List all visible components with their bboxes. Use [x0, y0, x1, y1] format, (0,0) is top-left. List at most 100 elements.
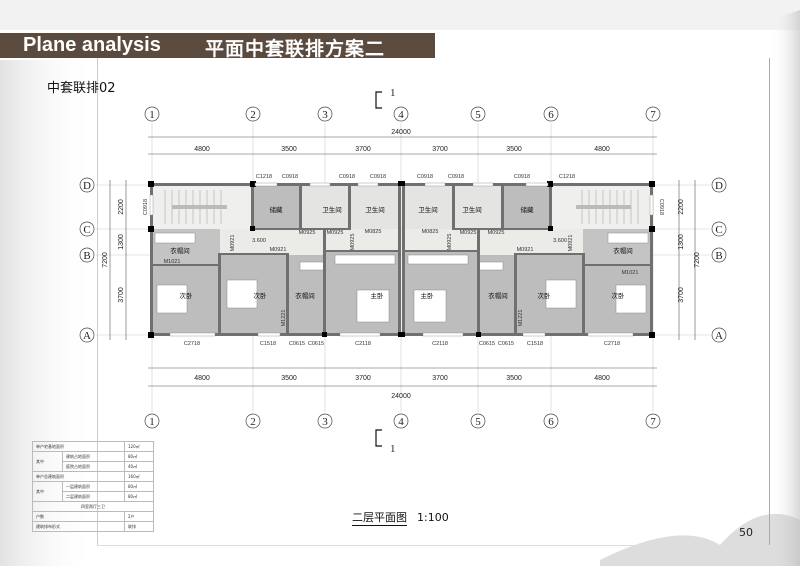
door-tag: M0921: [568, 235, 574, 252]
frame-line-right: [769, 58, 770, 546]
elevation-mark: 3.600: [553, 238, 567, 244]
dim-bottom: 3500: [281, 375, 297, 382]
axis-label-a: A: [715, 330, 723, 342]
dim-right: 2200: [678, 199, 685, 215]
door-tag: M0925: [327, 230, 344, 236]
door-tag: M0925: [447, 234, 453, 251]
axis-label-3: 3: [322, 109, 328, 121]
dim-left: 3700: [118, 287, 125, 303]
window-tag: C2718: [604, 341, 620, 347]
window-tag: C0615: [498, 341, 514, 347]
section-label-bottom: 1: [390, 443, 396, 455]
area-group-label: 其中: [32, 451, 63, 472]
room-bedroom: 次卧: [612, 291, 626, 300]
area-row-label: 二层建筑面积: [62, 491, 125, 502]
room-closet: 衣帽间: [170, 246, 190, 255]
axis-bubbles: [79, 106, 727, 429]
area-row-layout: 四室两厅三卫: [32, 501, 154, 512]
frame-line-left: [97, 58, 98, 546]
dim-bottom: 4800: [194, 375, 210, 382]
axis-label-7: 7: [650, 416, 656, 428]
window-tag: C0918: [658, 199, 664, 215]
door-tag: M0925: [488, 230, 505, 236]
area-row-value: 80㎡: [124, 481, 154, 492]
door-tag: M0825: [365, 229, 382, 235]
room-storage: 储藏: [521, 205, 535, 214]
axis-label-2: 2: [250, 416, 256, 428]
axis-label-4: 4: [398, 109, 404, 121]
area-row-value: 联排: [124, 521, 154, 532]
room-closet: 衣帽间: [295, 291, 315, 300]
subtitle: 中套联排02: [47, 81, 116, 96]
unit-left: [148, 181, 403, 338]
door-tag: M1221: [281, 310, 287, 327]
axis-label-b: B: [83, 250, 90, 262]
axis-label-1: 1: [149, 416, 155, 428]
door-tag: M1021: [622, 270, 639, 276]
area-row-value: 160㎡: [124, 471, 154, 482]
window-tag: C1218: [256, 174, 272, 180]
room-bathroom: 卫生间: [322, 205, 342, 214]
area-row-label: 单户宅基地面积: [32, 441, 125, 452]
door-tag: M1021: [164, 259, 181, 265]
header-bar: Plane analysis 平面中套联排方案二: [0, 33, 435, 60]
room-master-bedroom: 主卧: [421, 291, 435, 300]
window-tag: C0918: [514, 174, 530, 180]
room-closet: 衣帽间: [613, 246, 633, 255]
area-row-value: 80㎡: [124, 451, 154, 462]
dim-bottom: 3700: [432, 375, 448, 382]
axis-label-2: 2: [250, 109, 256, 121]
door-tag: M0925: [350, 234, 356, 251]
axis-label-b: B: [715, 250, 722, 262]
window-tag: C0615: [308, 341, 324, 347]
dim-left: 2200: [118, 199, 125, 215]
window-tag: C0918: [339, 174, 355, 180]
dim-top: 3700: [432, 146, 448, 153]
door-tag: M0921: [270, 247, 287, 253]
dim-left-total: 7200: [102, 252, 109, 268]
room-closet: 衣帽间: [488, 291, 508, 300]
room-storage: 储藏: [270, 205, 284, 214]
axis-label-4: 4: [398, 416, 404, 428]
axis-label-c: C: [715, 224, 722, 236]
room-bedroom: 次卧: [254, 291, 268, 300]
window-tag: C0615: [479, 341, 495, 347]
dim-total-bottom: 24000: [391, 393, 411, 400]
header-title-cn: 平面中套联排方案二: [205, 38, 386, 60]
dim-right-total: 7200: [694, 252, 701, 268]
frame-line-bottom: [97, 545, 770, 546]
dim-bottom: 3500: [506, 375, 522, 382]
page-number: 50: [739, 526, 753, 539]
window-tag: C2118: [432, 341, 448, 347]
axis-label-5: 5: [475, 416, 481, 428]
dim-total-top: 24000: [391, 129, 411, 136]
axis-label-1: 1: [149, 109, 155, 121]
dim-bottom: 3700: [355, 375, 371, 382]
room-master-bedroom: 主卧: [371, 291, 385, 300]
dim-top: 4800: [194, 146, 210, 153]
axis-label-3: 3: [322, 416, 328, 428]
elevation-mark: 3.600: [252, 238, 266, 244]
dim-bottom: 4800: [594, 375, 610, 382]
window-tag: C2718: [184, 341, 200, 347]
door-tag: M0825: [422, 229, 439, 235]
room-bedroom: 次卧: [538, 291, 552, 300]
door-tag: M0925: [299, 230, 316, 236]
area-row-value: 120㎡: [124, 441, 154, 452]
window-tag: C0918: [282, 174, 298, 180]
area-row-label: 一层建筑面积: [62, 481, 125, 492]
dim-right: 1300: [678, 234, 685, 250]
window-tag: C1218: [559, 174, 575, 180]
area-row-value: 80㎡: [124, 491, 154, 502]
axis-label-6: 6: [548, 416, 554, 428]
door-tag: M0921: [517, 247, 534, 253]
axis-label-6: 6: [548, 109, 554, 121]
area-row-value: 2户: [124, 511, 154, 522]
axis-label-5: 5: [475, 109, 481, 121]
dim-right: 3700: [678, 287, 685, 303]
axis-label-d: D: [715, 180, 723, 192]
area-row-label: 建筑排布形式: [32, 521, 125, 532]
